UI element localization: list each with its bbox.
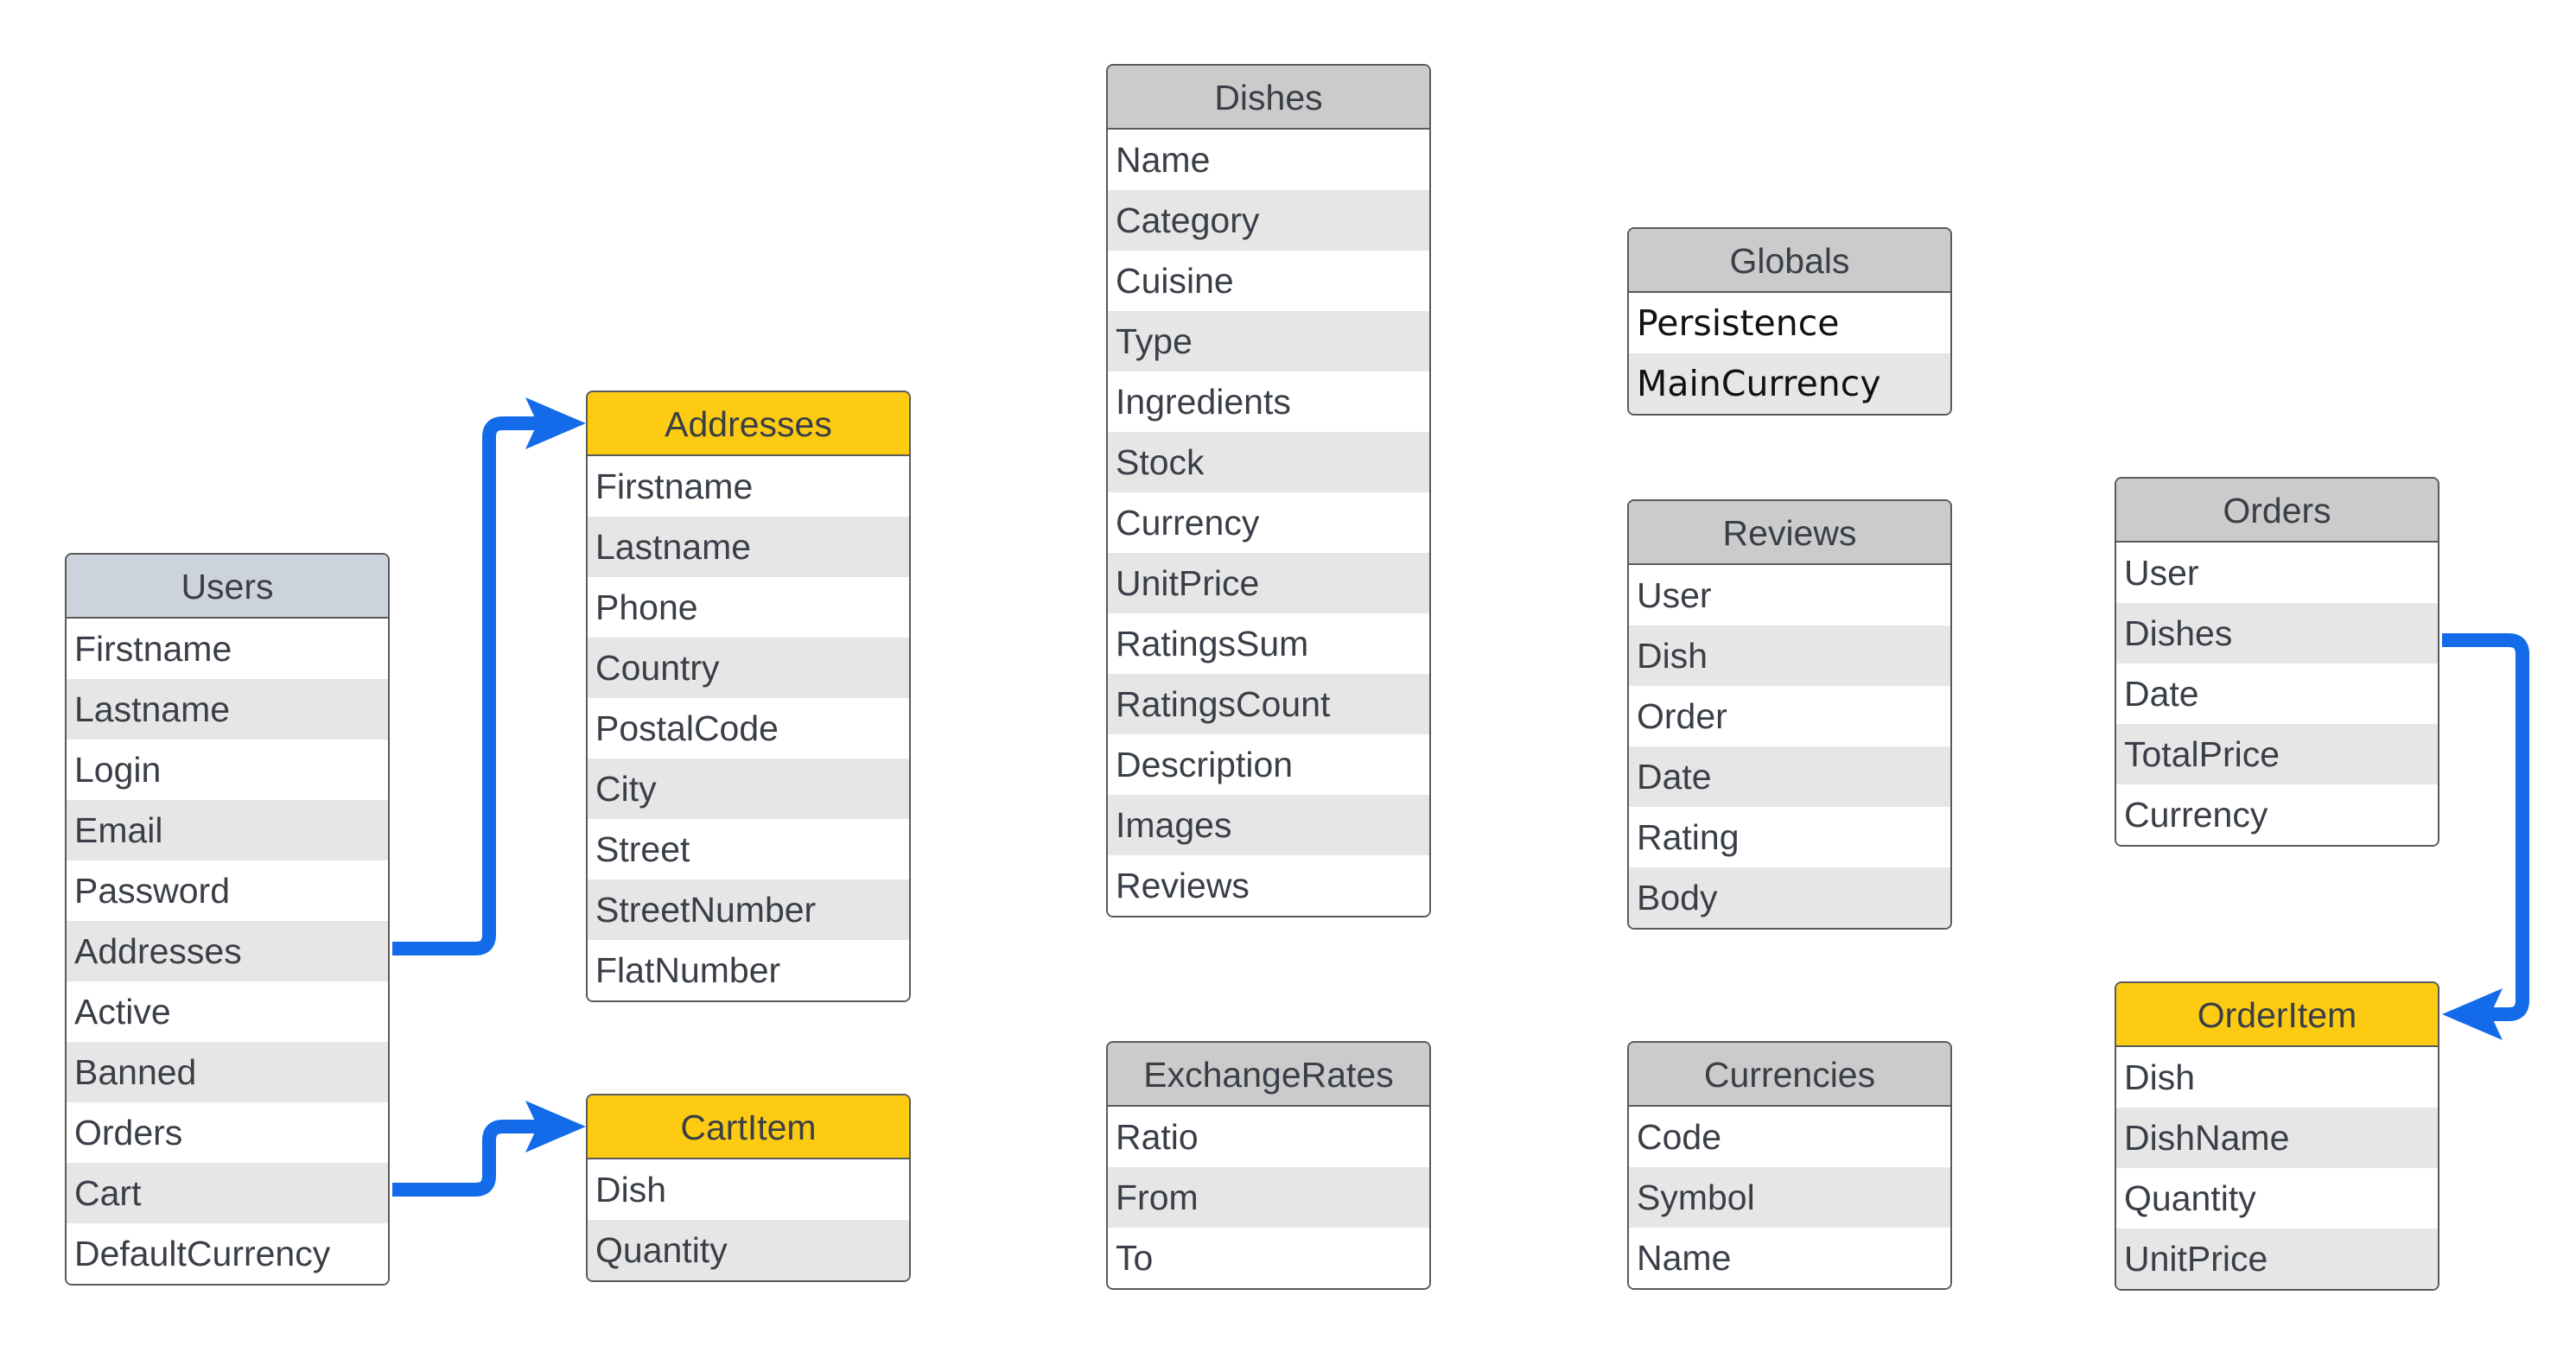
arrowhead-addresses [525, 397, 586, 449]
field-code[interactable]: Code [1629, 1107, 1950, 1167]
field-defaultcurrency[interactable]: DefaultCurrency [67, 1223, 388, 1284]
entity-title: Globals [1629, 229, 1950, 293]
field-flatnumber[interactable]: FlatNumber [588, 940, 909, 1000]
field-addresses[interactable]: Addresses [67, 921, 388, 981]
entity-title: Dishes [1108, 66, 1429, 130]
field-ingredients[interactable]: Ingredients [1108, 371, 1429, 432]
field-postalcode[interactable]: PostalCode [588, 698, 909, 759]
entity-title: Orders [2116, 479, 2438, 543]
field-cuisine[interactable]: Cuisine [1108, 251, 1429, 311]
entity-title: Currencies [1629, 1043, 1950, 1107]
field-password[interactable]: Password [67, 860, 388, 921]
field-currency[interactable]: Currency [1108, 492, 1429, 553]
field-street[interactable]: Street [588, 819, 909, 879]
field-orders[interactable]: Orders [67, 1102, 388, 1163]
field-totalprice[interactable]: TotalPrice [2116, 724, 2438, 784]
connector-users-cartitem [392, 1120, 537, 1197]
field-date[interactable]: Date [2116, 663, 2438, 724]
field-unitprice[interactable]: UnitPrice [2116, 1229, 2438, 1289]
field-ratingscount[interactable]: RatingsCount [1108, 674, 1429, 734]
entity-title: CartItem [588, 1095, 909, 1159]
field-login[interactable]: Login [67, 740, 388, 800]
field-name[interactable]: Name [1108, 130, 1429, 190]
connector-orders-orderitem [2442, 633, 2529, 1021]
entity-title: ExchangeRates [1108, 1043, 1429, 1107]
field-body[interactable]: Body [1629, 867, 1950, 928]
field-to[interactable]: To [1108, 1228, 1429, 1288]
entity-title: Reviews [1629, 501, 1950, 565]
entity-title: Addresses [588, 392, 909, 456]
field-category[interactable]: Category [1108, 190, 1429, 251]
field-email[interactable]: Email [67, 800, 388, 860]
arrowhead-cartitem [525, 1101, 586, 1152]
field-dish[interactable]: Dish [1629, 625, 1950, 686]
field-dish[interactable]: Dish [2116, 1047, 2438, 1108]
field-country[interactable]: Country [588, 638, 909, 698]
field-maincurrency[interactable]: MainCurrency [1629, 353, 1950, 414]
field-cart[interactable]: Cart [67, 1163, 388, 1223]
field-firstname[interactable]: Firstname [67, 619, 388, 679]
field-ratingssum[interactable]: RatingsSum [1108, 613, 1429, 674]
field-banned[interactable]: Banned [67, 1042, 388, 1102]
field-symbol[interactable]: Symbol [1629, 1167, 1950, 1228]
field-ratio[interactable]: Ratio [1108, 1107, 1429, 1167]
field-dish[interactable]: Dish [588, 1159, 909, 1220]
field-persistence[interactable]: Persistence [1629, 293, 1950, 353]
connector-users-addresses [392, 416, 537, 956]
field-phone[interactable]: Phone [588, 577, 909, 638]
field-user[interactable]: User [1629, 565, 1950, 625]
field-rating[interactable]: Rating [1629, 807, 1950, 867]
field-order[interactable]: Order [1629, 686, 1950, 746]
field-user[interactable]: User [2116, 543, 2438, 603]
field-quantity[interactable]: Quantity [2116, 1168, 2438, 1229]
field-from[interactable]: From [1108, 1167, 1429, 1228]
field-currency[interactable]: Currency [2116, 784, 2438, 845]
field-date[interactable]: Date [1629, 746, 1950, 807]
field-quantity[interactable]: Quantity [588, 1220, 909, 1280]
field-reviews[interactable]: Reviews [1108, 855, 1429, 916]
field-firstname[interactable]: Firstname [588, 456, 909, 517]
field-unitprice[interactable]: UnitPrice [1108, 553, 1429, 613]
field-lastname[interactable]: Lastname [67, 679, 388, 740]
field-dishes[interactable]: Dishes [2116, 603, 2438, 663]
field-stock[interactable]: Stock [1108, 432, 1429, 492]
field-streetnumber[interactable]: StreetNumber [588, 879, 909, 940]
field-lastname[interactable]: Lastname [588, 517, 909, 577]
field-active[interactable]: Active [67, 981, 388, 1042]
entity-title: Users [67, 555, 388, 619]
entity-title: OrderItem [2116, 983, 2438, 1047]
field-images[interactable]: Images [1108, 795, 1429, 855]
field-name[interactable]: Name [1629, 1228, 1950, 1288]
field-description[interactable]: Description [1108, 734, 1429, 795]
field-type[interactable]: Type [1108, 311, 1429, 371]
field-city[interactable]: City [588, 759, 909, 819]
arrowhead-orderitem [2442, 988, 2503, 1040]
field-dishname[interactable]: DishName [2116, 1108, 2438, 1168]
